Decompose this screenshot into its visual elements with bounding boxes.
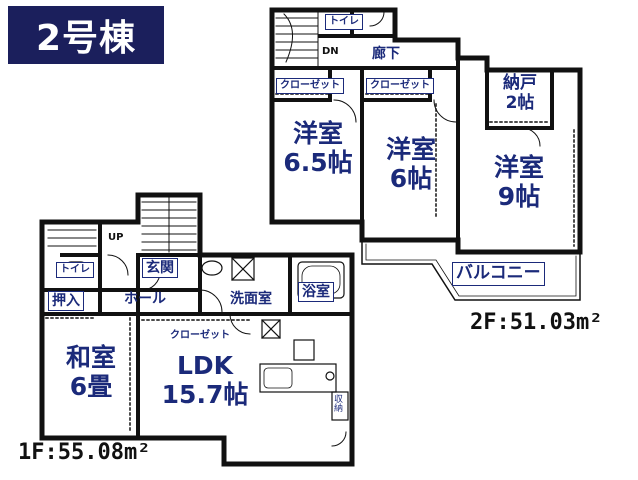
bath-label: 浴室 <box>298 282 334 303</box>
floor2-doors <box>333 11 541 147</box>
washitsu-size: 6畳 <box>69 371 113 401</box>
floor2-room1-size: 6.5帖 <box>283 147 353 177</box>
floor2-hallway-label: 廊下 <box>372 46 400 62</box>
balcony-railing <box>361 239 581 301</box>
washitsu-name: 和室 <box>65 343 116 372</box>
floor2-storage-name: 納戸 <box>503 73 537 93</box>
floor2-stair-dn: DN <box>322 46 339 57</box>
floor1-toilet-label: トイレ <box>56 262 94 278</box>
washitsu-label: 和室 6畳 <box>56 343 126 402</box>
floor1-doors <box>107 254 347 447</box>
floor1-inner-walls <box>40 220 354 440</box>
floor2-room1-name: 洋室 <box>292 119 343 148</box>
oshiire-label: 押入 <box>48 291 84 312</box>
entrance-label: 玄関 <box>142 258 178 279</box>
washroom-label: 洗面室 <box>230 291 272 307</box>
floor1-stair-up: UP <box>108 232 124 243</box>
floor2-stairs <box>275 11 319 67</box>
floor1-area: 1F:55.08m² <box>18 440 151 465</box>
building-title: 2号棟 <box>8 6 164 64</box>
floor1-closet-label: クローゼット <box>170 330 230 341</box>
floor2-closet-a-label: クローゼット <box>276 78 344 94</box>
ldk-name: LDK <box>176 351 234 380</box>
floor1-storage-label: 収納 <box>334 395 344 414</box>
floor2-walls <box>269 7 583 255</box>
floor2-storage-label: 納戸 2帖 <box>494 73 546 113</box>
hall-label: ホール <box>124 291 166 307</box>
floor2-room3-size: 9帖 <box>497 181 541 211</box>
ldk-label: LDK 15.7帖 <box>150 351 260 410</box>
floor2-storage-size: 2帖 <box>505 92 535 113</box>
floor2-room1-label: 洋室 6.5帖 <box>282 119 354 178</box>
floor2-closet-b-label: クローゼット <box>366 78 434 94</box>
balcony-label: バルコニー <box>452 262 545 286</box>
floor2-room2-name: 洋室 <box>385 135 436 164</box>
ldk-size: 15.7帖 <box>161 379 249 409</box>
floor2-room2-label: 洋室 6帖 <box>376 135 446 194</box>
floor2-toilet-label: トイレ <box>325 14 363 30</box>
floor2-room2-size: 6帖 <box>389 163 433 193</box>
floor2-area: 2F:51.03m² <box>470 310 603 335</box>
floor1-walls <box>39 192 355 467</box>
floor2-room3-label: 洋室 9帖 <box>484 153 554 212</box>
floor2-closet-hatch <box>275 93 575 247</box>
floor1-closet-hatch <box>45 317 251 433</box>
floor2-room3-name: 洋室 <box>493 153 544 182</box>
floor1-stairs <box>47 197 197 253</box>
